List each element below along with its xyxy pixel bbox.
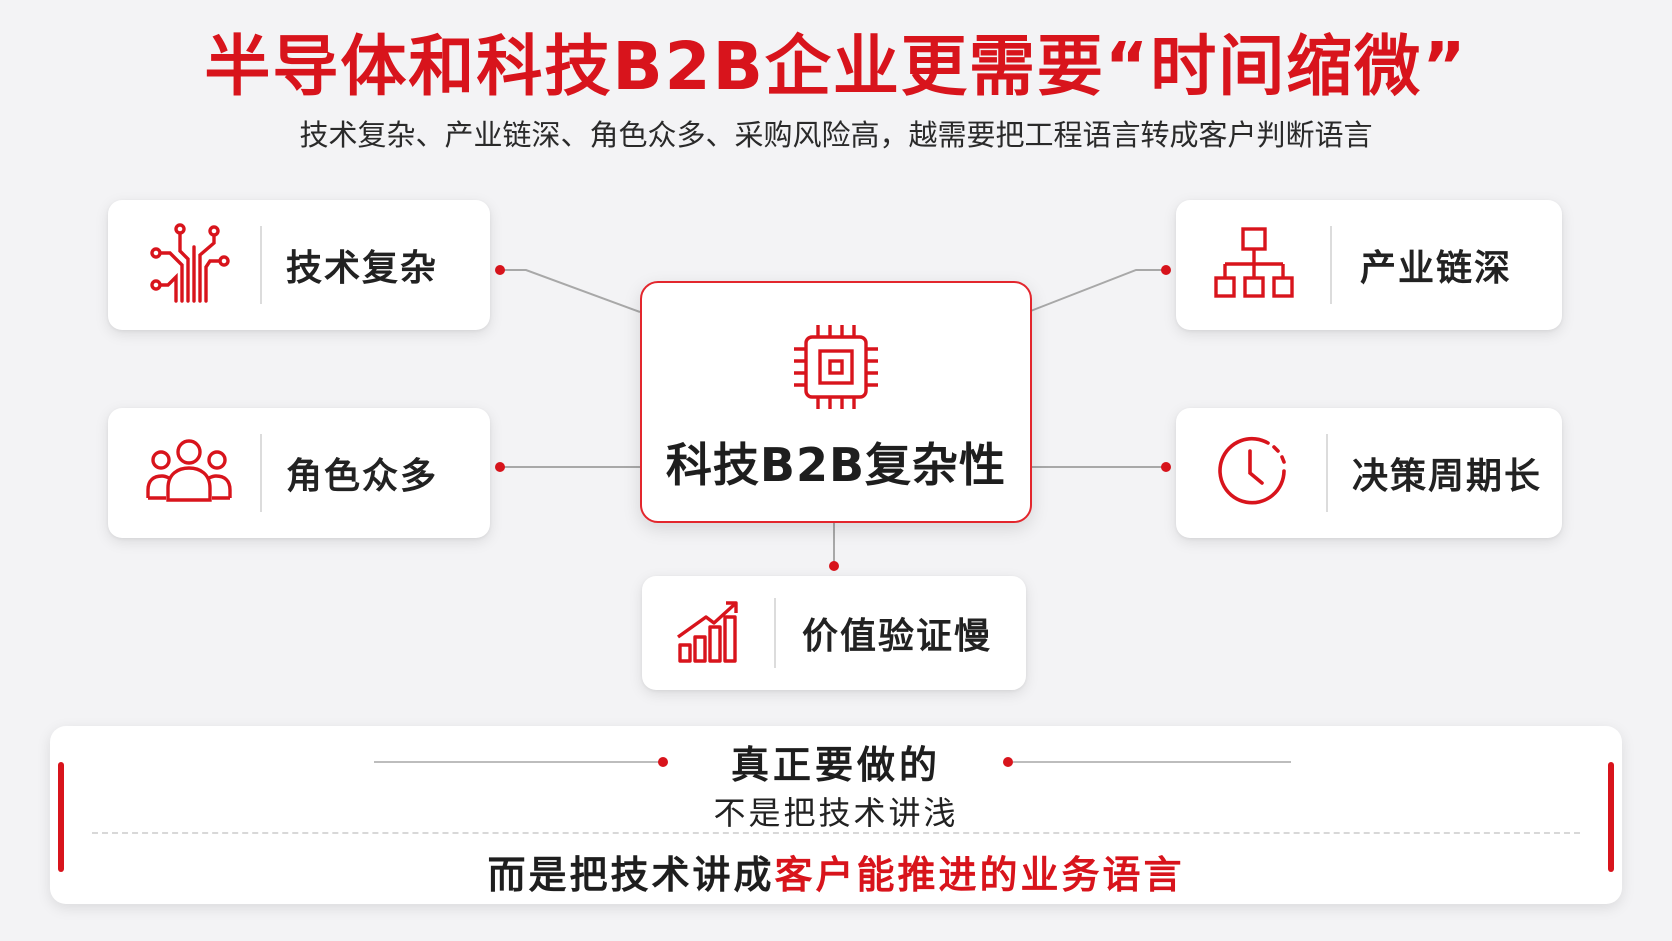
accent-bar-right (1608, 762, 1614, 872)
connector-chain (1027, 269, 1166, 313)
page-title: 半导体和科技B2B企业更需要“时间缩微” (204, 28, 1468, 105)
heading-rule-right (1013, 761, 1291, 763)
connector-tech (500, 269, 641, 313)
conclusion-line-2-prefix: 而是把技术讲成 (487, 853, 775, 897)
factor-card-roles: 角色众多 (108, 408, 490, 538)
factor-card-cycle: 决策周期长 (1176, 408, 1562, 538)
heading-dot-right (1003, 757, 1013, 767)
clock-icon (1212, 431, 1292, 515)
card-divider (1326, 434, 1328, 512)
factor-label-cycle: 决策周期长 (1352, 456, 1543, 497)
connector-dot-roles (495, 462, 505, 472)
connector-dot-value (829, 561, 839, 571)
conclusion-line-2: 而是把技术讲成客户能推进的业务语言 (50, 844, 1622, 899)
hierarchy-icon (1214, 226, 1294, 304)
accent-bar-left (58, 762, 64, 872)
factor-card-chain: 产业链深 (1176, 200, 1562, 330)
conclusion-divider (92, 832, 1580, 834)
connector-dot-tech (495, 265, 505, 275)
factor-label-roles: 角色众多 (286, 456, 439, 497)
factor-label-value: 价值验证慢 (802, 616, 993, 657)
growth-chart-icon (676, 597, 742, 669)
conclusion-line-1: 不是把技术讲浅 (713, 794, 959, 832)
circuit-icon (148, 221, 232, 309)
factor-card-value: 价值验证慢 (642, 576, 1026, 690)
connector-dot-cycle (1161, 462, 1171, 472)
center-card: 科技B2B复杂性 (640, 281, 1032, 523)
heading-dot-left (658, 757, 668, 767)
center-label: 科技B2B复杂性 (665, 438, 1007, 492)
chip-icon (790, 321, 882, 417)
heading-rule-left (374, 761, 660, 763)
conclusion-line-2-highlight: 客户能推进的业务语言 (774, 853, 1185, 897)
connector-dot-chain (1161, 265, 1171, 275)
factor-label-chain: 产业链深 (1360, 248, 1513, 289)
conclusion-panel: 真正要做的 不是把技术讲浅 而是把技术讲成客户能推进的业务语言 (50, 726, 1622, 904)
card-divider (260, 434, 262, 512)
card-divider (774, 598, 776, 668)
factor-label-tech: 技术复杂 (286, 248, 439, 289)
card-divider (260, 226, 262, 304)
factor-card-tech: 技术复杂 (108, 200, 490, 330)
conclusion-heading: 真正要做的 (730, 743, 941, 787)
users-icon (144, 436, 234, 510)
card-divider (1330, 226, 1332, 304)
page-subtitle: 技术复杂、产业链深、角色众多、采购风险高，越需要把工程语言转成客户判断语言 (299, 118, 1373, 152)
